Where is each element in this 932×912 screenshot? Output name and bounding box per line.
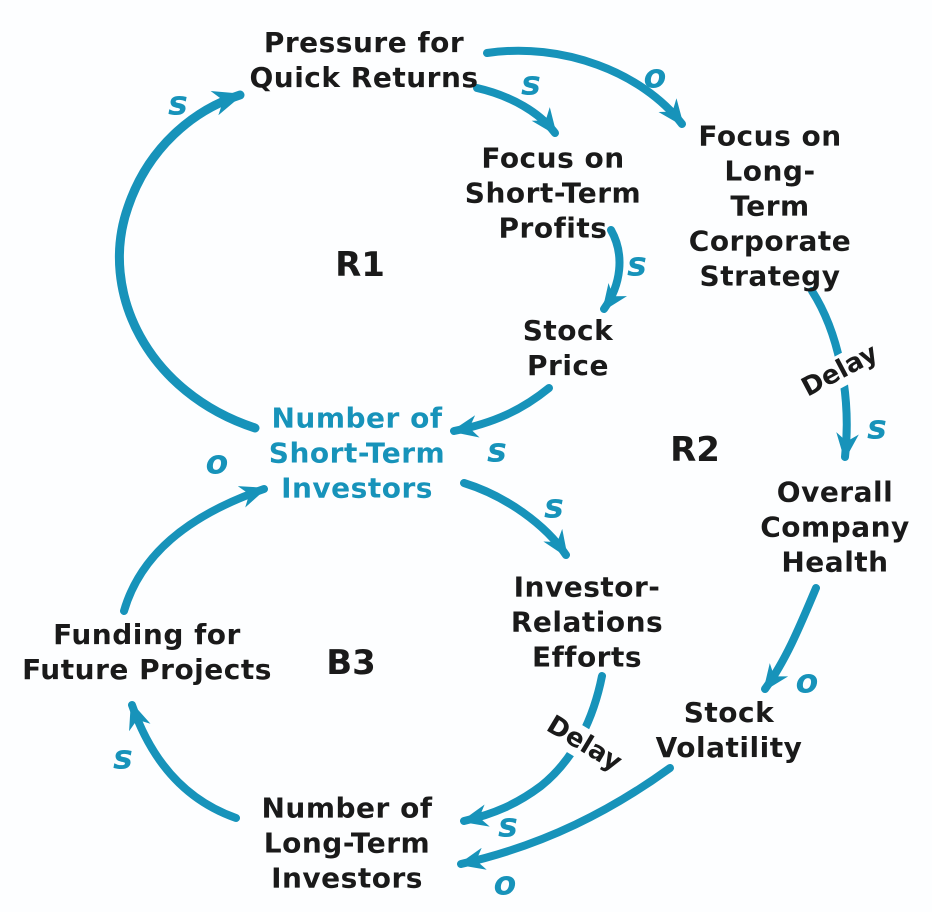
node-focus-short-term: Focus on Short-Term Profits [464,141,642,245]
polarity-pressure-to-focus-long-term: o [643,56,667,96]
polarity-funding-to-num-short-term: o [205,442,229,482]
node-overall-company-health: Overall Company Health [760,475,910,579]
arrow-num-short-term-to-pressure [115,90,260,433]
polarity-focus-long-term-to-overall-health: s [867,407,887,447]
node-focus-long-term: Focus on Long-Term Corporate Strategy [688,119,852,293]
polarity-stock-volatility-to-num-long-term: o [493,863,517,903]
arrow-overall-health-to-stock-volatility [761,584,820,693]
node-investor-relations: Investor- Relations Efforts [510,570,664,674]
polarity-num-short-term-to-investor-relations: s [544,486,564,526]
arrow-pressure-to-focus-long-term [483,46,686,128]
node-funding-future-projects: Funding for Future Projects [22,618,272,686]
polarity-stock-price-to-num-short-term: s [487,430,507,470]
arrow-focus-short-term-to-stock-price [600,226,627,313]
arrow-num-short-term-to-investor-relations [460,479,570,559]
arrow-funding-to-num-short-term [120,485,268,615]
node-stock-price: Stock Price [522,314,614,382]
node-stock-volatility: Stock Volatility [655,696,803,764]
polarity-num-short-term-to-pressure: s [168,83,188,123]
loop-label-b3: B3 [326,643,376,683]
node-pressure-quick-returns: Pressure for Quick Returns [249,26,479,94]
node-num-long-term-investors: Number of Long-Term Investors [261,791,433,895]
node-num-short-term-investors: Number of Short-Term Investors [268,401,446,505]
arrow-num-long-term-to-funding [128,701,240,822]
polarity-focus-short-term-to-stock-price: s [627,244,647,284]
loop-label-r1: R1 [335,245,385,285]
polarity-pressure-to-focus-short-term: s [521,63,541,103]
arrow-stock-volatility-to-num-long-term [457,764,674,870]
arrow-stock-price-to-num-short-term [450,384,553,438]
loop-label-r2: R2 [670,430,720,470]
arrow-investor-relations-to-num-long-term [460,672,606,827]
polarity-overall-health-to-stock-volatility: o [795,661,819,701]
polarity-num-long-term-to-funding: s [113,737,133,777]
polarity-investor-relations-to-num-long-term: s [498,805,518,845]
arrow-pressure-to-focus-short-term [473,84,559,137]
